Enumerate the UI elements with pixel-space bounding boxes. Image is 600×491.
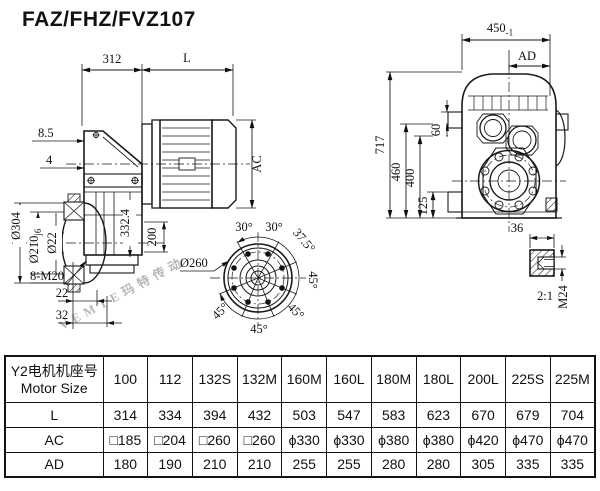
table-cell: 503 [281, 401, 328, 428]
table-cell: 679 [504, 401, 551, 428]
row-label-AC: AC [4, 426, 104, 453]
dim-450-value: 450 [487, 21, 506, 35]
dim-M24-label: M24 [556, 284, 570, 308]
column-header-160L: 160L [326, 355, 372, 403]
dim-L-label: L [183, 51, 191, 65]
table-cell: ϕ330 [281, 426, 328, 453]
table-cell: 623 [415, 401, 462, 428]
dim-8-M20-label: 8-M20 [30, 269, 64, 283]
dim-32-label: 32 [56, 308, 69, 322]
angle-45-right-label: 45° [306, 271, 320, 289]
table-header-row: Y2电机机座号 Motor Size 100 112 132S 132M 160… [4, 355, 596, 403]
dim-460-label: 460 [389, 163, 403, 182]
detail-scale-label: 2:1 [537, 289, 553, 303]
column-header-160M: 160M [281, 355, 328, 403]
dim-22-label: 22 [56, 286, 69, 300]
table-cell: 210 [191, 451, 238, 478]
table-cell: 547 [326, 401, 372, 428]
table-cell: 432 [236, 401, 283, 428]
table-row-AC: AC □185 □204 □260 □260 ϕ330 ϕ330 ϕ380 ϕ3… [4, 426, 596, 453]
column-header-200L: 200L [460, 355, 506, 403]
table-cell: ϕ330 [326, 426, 372, 453]
column-header-225M: 225M [549, 355, 596, 403]
motor-size-header-cell: Y2电机机座号 Motor Size [4, 355, 104, 403]
dim-125-label: 125 [416, 197, 430, 216]
angle-45-bottom-right-label: 45° [285, 300, 307, 322]
dim-210-fit: j6 [33, 228, 43, 237]
table-cell: 180 [102, 451, 149, 478]
table-row-L: L 314 334 394 432 503 547 583 623 670 67… [4, 401, 596, 428]
angle-30-right-label: 30° [265, 220, 283, 234]
column-header-100: 100 [102, 355, 149, 403]
rear-view-drawing: 450-1 AD [373, 21, 570, 309]
table-cell: 255 [326, 451, 372, 478]
dim-304-label: Ø304 [9, 211, 23, 240]
motor-dimension-table: Y2电机机座号 Motor Size 100 112 132S 132M 160… [4, 355, 596, 478]
dim-4-label: 4 [46, 153, 53, 167]
table-cell: ϕ380 [370, 426, 417, 453]
angle-45-bottom-left-label: 45° [209, 300, 231, 322]
table-cell: □204 [147, 426, 193, 453]
side-view-drawing: 312 L [9, 51, 264, 329]
row-label-AD: AD [4, 451, 104, 478]
table-row-AD: AD 180 190 210 210 255 255 280 280 305 3… [4, 451, 596, 478]
column-header-132S: 132S [191, 355, 238, 403]
table-cell: □260 [236, 426, 283, 453]
angle-30-left-label: 30° [235, 220, 253, 234]
table-cell: ϕ470 [549, 426, 596, 453]
table-cell: 210 [236, 451, 283, 478]
dim-450-label: 450-1 [487, 21, 513, 38]
dim-260-label: Ø260 [180, 256, 208, 270]
dim-8-5-label: 8.5 [38, 126, 54, 140]
dim-332-4-label: 332.4 [118, 208, 132, 237]
motor-size-header-cn: Y2电机机座号 [10, 362, 98, 379]
table-cell: 190 [147, 451, 193, 478]
table-cell: □185 [102, 426, 149, 453]
table-cell: 670 [460, 401, 506, 428]
table-cell: 305 [460, 451, 506, 478]
table-cell: 280 [415, 451, 462, 478]
table-cell: ϕ380 [415, 426, 462, 453]
dim-60-label: 60 [429, 124, 443, 137]
table-cell: □260 [191, 426, 238, 453]
technical-drawing: 312 L [9, 21, 570, 336]
dim-22dia-label: Ø22 [45, 232, 59, 254]
column-header-180M: 180M [370, 355, 417, 403]
page-title: FAZ/FHZ/FVZ107 [22, 8, 196, 31]
table-cell: ϕ470 [504, 426, 551, 453]
table-cell: 255 [281, 451, 328, 478]
dim-717-label: 717 [373, 136, 387, 155]
table-cell: 335 [504, 451, 551, 478]
column-header-180L: 180L [415, 355, 462, 403]
table-cell: 334 [147, 401, 193, 428]
dim-210-value: Ø210 [27, 236, 41, 264]
table-cell: 704 [549, 401, 596, 428]
motor-size-header-en: Motor Size [20, 380, 88, 397]
column-header-225S: 225S [504, 355, 551, 403]
table-cell: 314 [102, 401, 149, 428]
column-header-112: 112 [147, 355, 193, 403]
angle-37-5-label: 37.5° [290, 226, 318, 256]
dim-36-label: 36 [511, 221, 524, 235]
table-cell: 335 [549, 451, 596, 478]
column-header-132M: 132M [236, 355, 283, 403]
dim-200-label: 200 [145, 228, 159, 247]
table-cell: 583 [370, 401, 417, 428]
row-label-L: L [4, 401, 104, 428]
flange-view-drawing: 30° 30° 37.5° 45° 45° 45° 45° Ø260 [180, 220, 320, 336]
angle-45-bottom-label: 45° [250, 322, 268, 336]
rear-flange-bolt-holes [480, 152, 538, 210]
dim-450-tolerance: -1 [506, 28, 514, 38]
table-cell: ϕ420 [460, 426, 506, 453]
table-cell: 280 [370, 451, 417, 478]
dim-312-label: 312 [103, 52, 122, 66]
table-cell: 394 [191, 401, 238, 428]
dim-210-label: Ø210j6 [27, 228, 43, 263]
dim-AC-label: AC [250, 155, 264, 172]
dim-AD-label: AD [518, 49, 536, 63]
dim-400-label: 400 [403, 169, 417, 188]
